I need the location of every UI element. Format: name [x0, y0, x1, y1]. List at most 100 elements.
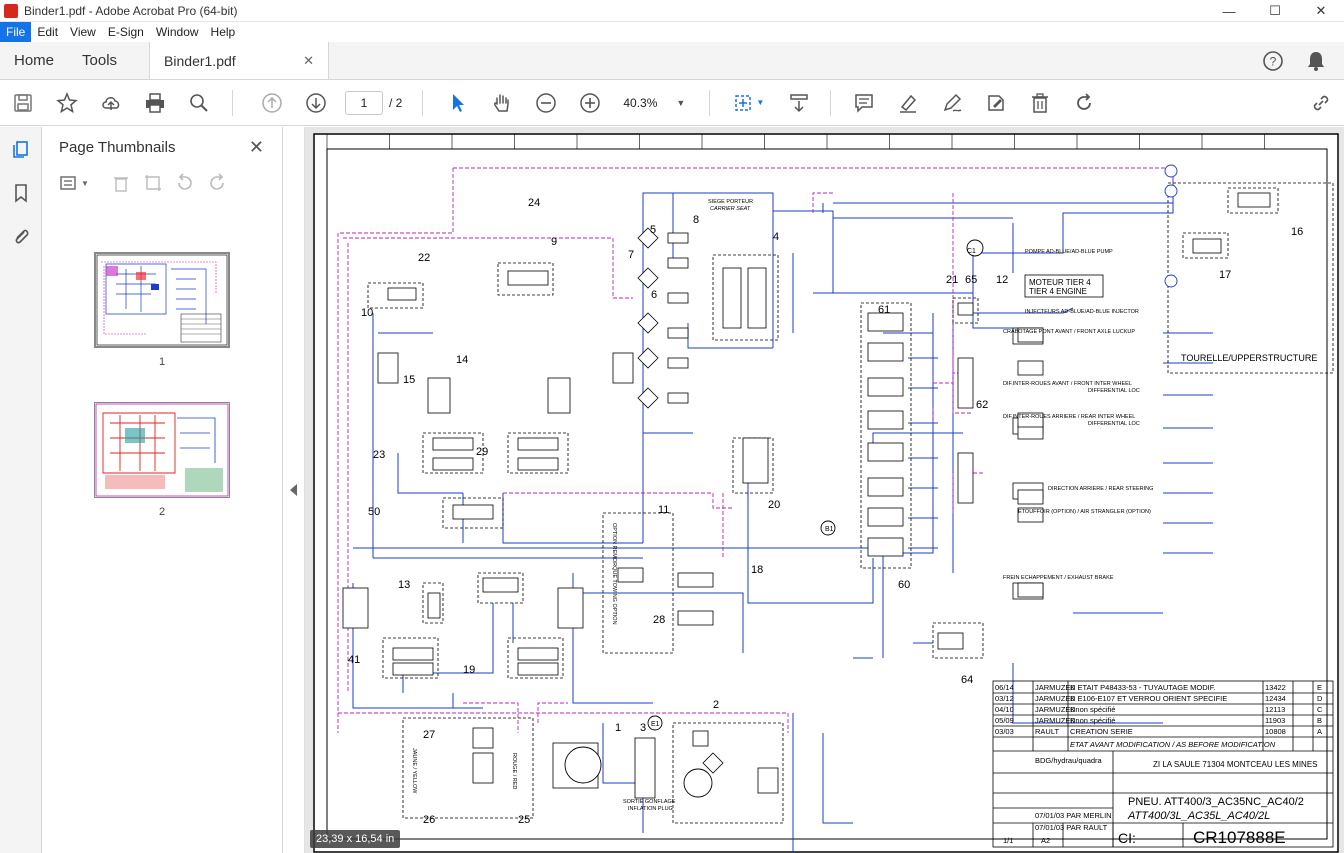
- tb-author-2: JARMUZEK: [1035, 694, 1075, 703]
- rotate-icon[interactable]: [1073, 92, 1095, 114]
- menu-view[interactable]: View: [70, 25, 96, 39]
- callout-3: 3: [640, 722, 646, 734]
- callout-11: 11: [658, 504, 669, 516]
- callout-20: 20: [768, 499, 780, 511]
- label-inflation-1: SORTIE GONFLAGE: [623, 799, 676, 805]
- tb-rev-3: C: [1317, 705, 1323, 714]
- tab-document[interactable]: Binder1.pdf ✕: [149, 42, 330, 79]
- tb-number: CR107888E: [1193, 828, 1286, 847]
- tab-home[interactable]: Home: [14, 52, 55, 69]
- rotate-ccw-icon[interactable]: [175, 173, 195, 193]
- page-thumbnail-1[interactable]: [94, 252, 230, 348]
- bell-icon[interactable]: [1306, 50, 1326, 72]
- panel-title: Page Thumbnails: [59, 138, 176, 156]
- callout-C1: C1: [967, 248, 976, 255]
- zoom-value: 40.3%: [623, 95, 658, 110]
- window-title: Binder1.pdf - Adobe Acrobat Pro (64-bit): [24, 3, 238, 18]
- tb-product-1: PNEU. ATT400/3_AC35NC_AC40/2: [1128, 796, 1304, 808]
- options-chevron-icon[interactable]: ▼: [81, 178, 89, 188]
- delete-page-icon[interactable]: [111, 173, 131, 193]
- close-tab-icon[interactable]: ✕: [303, 52, 315, 68]
- tb-format: A2: [1041, 836, 1050, 845]
- tb-num-4: 11903: [1265, 716, 1285, 725]
- save-icon[interactable]: [12, 92, 34, 114]
- panel-tools: ▼: [43, 167, 282, 199]
- comment-icon[interactable]: [853, 92, 875, 114]
- options-menu-icon[interactable]: [59, 173, 79, 193]
- callout-9: 9: [551, 236, 557, 248]
- label-seat-en: CARRIER SEAT: [710, 206, 751, 212]
- menu-help[interactable]: Help: [210, 25, 236, 39]
- next-page-icon[interactable]: [305, 92, 327, 114]
- tb-header: ETAT AVANT MODIFICATION / AS BEFORE MODI…: [1070, 740, 1276, 749]
- menu-file[interactable]: File: [0, 22, 32, 42]
- tab-document-label: Binder1.pdf: [164, 52, 236, 69]
- close-panel-icon[interactable]: ✕: [248, 136, 264, 157]
- svg-text:?: ?: [1270, 54, 1277, 68]
- page-size-badge: 23,39 x 16,54 in: [310, 830, 401, 848]
- fill-sign-icon[interactable]: [985, 92, 1007, 114]
- zoom-select[interactable]: 40.3% ▼: [619, 91, 689, 115]
- page-number-input[interactable]: 1: [345, 90, 383, 115]
- attachment-icon[interactable]: [0, 215, 42, 259]
- bookmark-icon[interactable]: [0, 171, 42, 215]
- minimize-icon[interactable]: —: [1222, 3, 1236, 19]
- close-window-icon[interactable]: ✕: [1315, 3, 1327, 18]
- label-towing: OPTION REMORQUE TOWING OPTION: [611, 523, 617, 625]
- zoom-search-icon[interactable]: [188, 92, 210, 114]
- prev-page-icon[interactable]: [261, 92, 283, 114]
- callout-29: 29: [476, 446, 488, 458]
- rotate-cw-icon[interactable]: [207, 173, 227, 193]
- callout-15: 15: [403, 374, 415, 386]
- callout-61: 61: [878, 304, 890, 316]
- share-link-icon[interactable]: [1310, 92, 1332, 114]
- tab-bar: Home Tools Binder1.pdf ✕ ?: [0, 42, 1344, 80]
- tb-rev-5: A: [1317, 727, 1322, 736]
- label-diff-rear-2: DIFFERENTIAL LOC: [1088, 421, 1140, 427]
- title-bar: Binder1.pdf - Adobe Acrobat Pro (64-bit)…: [0, 0, 1344, 22]
- crop-pages-icon[interactable]: [143, 173, 163, 193]
- hand-icon[interactable]: [491, 92, 513, 114]
- zoom-in-icon[interactable]: [579, 92, 601, 114]
- tb-num-1: 13422: [1265, 683, 1286, 692]
- star-icon[interactable]: [56, 91, 78, 114]
- page-thumbnails-icon[interactable]: [0, 127, 42, 171]
- tb-verified: 07/01/03 PAR MERLIN: [1035, 811, 1112, 820]
- highlight-icon[interactable]: [897, 92, 919, 114]
- draw-pen-icon[interactable]: [941, 92, 963, 114]
- tb-rev-4: B: [1317, 716, 1322, 725]
- callout-14: 14: [456, 354, 468, 366]
- fit-chevron-icon[interactable]: ▼: [756, 98, 765, 107]
- menu-edit[interactable]: Edit: [37, 25, 59, 39]
- tb-desc-1: D ETAIT P48433-53 - TUYAUTAGE MODIF.: [1070, 683, 1216, 692]
- maximize-icon[interactable]: ☐: [1269, 3, 1281, 18]
- help-icon[interactable]: ?: [1262, 50, 1284, 72]
- label-pump: POMPE AD-BLUE/AD-BLUE PUMP: [1025, 249, 1113, 255]
- print-icon[interactable]: [144, 92, 166, 114]
- scroll-mode-icon[interactable]: [788, 92, 810, 114]
- tb-drawn: 07/01/03 PAR RAULT: [1035, 823, 1108, 832]
- thumbnail-1-label: 1: [158, 356, 166, 368]
- callout-10: 10: [361, 307, 373, 319]
- trash-icon[interactable]: [1029, 92, 1051, 114]
- label-engine-1: MOTEUR TIER 4: [1029, 278, 1091, 287]
- label-engine-2: TIER 4 ENGINE: [1029, 287, 1087, 296]
- menu-esign[interactable]: E-Sign: [107, 25, 144, 39]
- callout-21: 21: [946, 274, 958, 286]
- zoom-out-icon[interactable]: [535, 92, 557, 114]
- callout-22: 22: [418, 252, 430, 264]
- tab-tools[interactable]: Tools: [82, 52, 118, 69]
- page-thumbnail-2[interactable]: [94, 402, 230, 498]
- upload-cloud-icon[interactable]: [100, 92, 122, 114]
- collapse-panel-handle[interactable]: [283, 127, 305, 853]
- label-axle: CRABOTAGE PONT AVANT / FRONT AXLE LUCKUP: [1003, 329, 1135, 335]
- document-viewer[interactable]: SIEGE PORTEUR CARRIER SEAT POMPE AD-BLUE…: [305, 127, 1344, 853]
- label-diff-rear: DIF.INTER-ROUES ARRIERE / REAR INTER WHE…: [1003, 414, 1135, 420]
- label-steering: DIRECTION ARRIERE / REAR STEERING: [1048, 486, 1153, 492]
- toolbar: 1 / 2 40.3% ▼ ▼: [0, 80, 1344, 126]
- select-cursor-icon[interactable]: [447, 92, 469, 114]
- menu-window[interactable]: Window: [155, 25, 199, 39]
- callout-8: 8: [693, 214, 699, 226]
- menu-bar: File Edit View E-Sign Window Help: [0, 22, 1344, 42]
- fit-page-icon[interactable]: [732, 92, 754, 114]
